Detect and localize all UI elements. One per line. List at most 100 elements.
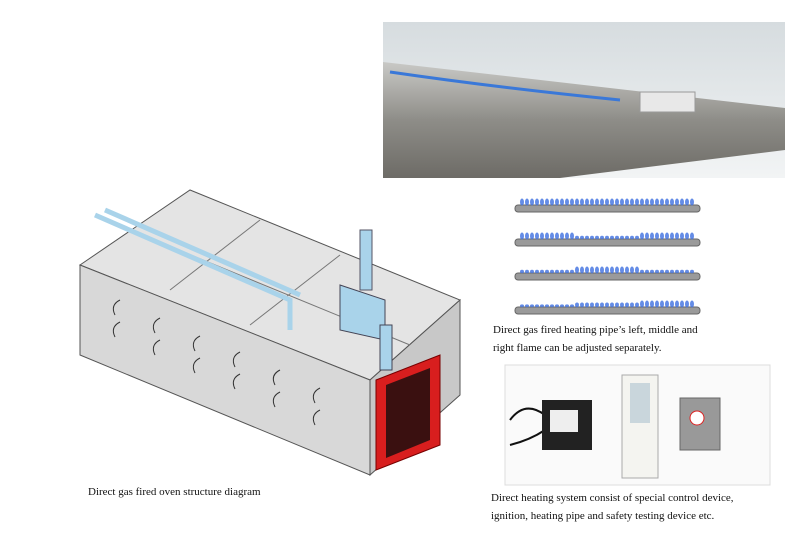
heating-pipe (514, 272, 701, 281)
flame (540, 304, 544, 308)
flame (580, 198, 584, 206)
flame (570, 304, 574, 308)
flame (640, 232, 644, 240)
flame (655, 300, 659, 308)
flame (610, 198, 614, 206)
flame (680, 232, 684, 240)
flame (620, 198, 624, 206)
flame (595, 235, 599, 240)
flame (560, 232, 564, 240)
gas-valve (192, 335, 201, 352)
flame (520, 269, 524, 274)
flame (615, 302, 619, 308)
flame (625, 198, 629, 206)
flame (530, 304, 534, 308)
flame (690, 198, 694, 206)
flame (660, 232, 664, 240)
flame (540, 198, 544, 206)
flame (655, 232, 659, 240)
flame (590, 302, 594, 308)
flame (560, 269, 564, 274)
flame (540, 232, 544, 240)
flame (550, 269, 554, 274)
flame (680, 269, 684, 274)
flame (690, 232, 694, 240)
gas-valve (112, 321, 121, 338)
flame (625, 302, 629, 308)
flame (565, 232, 569, 240)
flame (685, 300, 689, 308)
system-caption-line1: Direct heating system consist of special… (491, 492, 734, 504)
flame (555, 304, 559, 308)
flame (605, 235, 609, 240)
flame (600, 198, 604, 206)
flame (555, 232, 559, 240)
flame (670, 300, 674, 308)
flame (605, 302, 609, 308)
flame (615, 235, 619, 240)
flame (610, 266, 614, 274)
flame (570, 232, 574, 240)
flame (670, 198, 674, 206)
flame (645, 269, 649, 274)
flame (660, 269, 664, 274)
flame (535, 269, 539, 274)
flame (630, 302, 634, 308)
flame (645, 232, 649, 240)
flame (675, 232, 679, 240)
flame (625, 235, 629, 240)
flame (545, 198, 549, 206)
flame (550, 198, 554, 206)
flame (620, 302, 624, 308)
flame (650, 232, 654, 240)
flame (560, 198, 564, 206)
flame (655, 198, 659, 206)
flame (645, 300, 649, 308)
flame (635, 266, 639, 274)
flame (675, 198, 679, 206)
flame (620, 266, 624, 274)
gas-valve (272, 369, 281, 386)
flame (630, 198, 634, 206)
flame (550, 304, 554, 308)
flame-caption-line1: Direct gas fired heating pipe’s left, mi… (493, 324, 698, 336)
flame (535, 304, 539, 308)
flame (545, 232, 549, 240)
flame (595, 266, 599, 274)
gas-valve (312, 409, 321, 426)
flame (565, 198, 569, 206)
flame (595, 198, 599, 206)
flame (600, 235, 604, 240)
flame (600, 266, 604, 274)
oven-structure-diagram (78, 189, 461, 477)
gas-valve (272, 391, 281, 408)
flame (665, 269, 669, 274)
flame (535, 198, 539, 206)
flame (525, 269, 529, 274)
flame (520, 198, 524, 206)
flame (575, 266, 579, 274)
system-caption-line2: ignition, heating pipe and safety testin… (491, 510, 715, 522)
oven-caption: Direct gas fired oven structure diagram (88, 486, 261, 498)
flame (635, 302, 639, 308)
flame (690, 269, 694, 274)
flame-caption-line2: right flame can be adjusted separately. (493, 342, 662, 354)
flame (580, 266, 584, 274)
flame (670, 269, 674, 274)
control-devices-photo (504, 364, 771, 486)
flame (690, 300, 694, 308)
flame (660, 198, 664, 206)
flame (580, 235, 584, 240)
flame (565, 304, 569, 308)
flame (645, 198, 649, 206)
flame (665, 198, 669, 206)
flame (590, 235, 594, 240)
flame (565, 269, 569, 274)
flame (605, 266, 609, 274)
flame (655, 269, 659, 274)
flame (670, 232, 674, 240)
flame (585, 266, 589, 274)
gas-valve (312, 387, 321, 404)
